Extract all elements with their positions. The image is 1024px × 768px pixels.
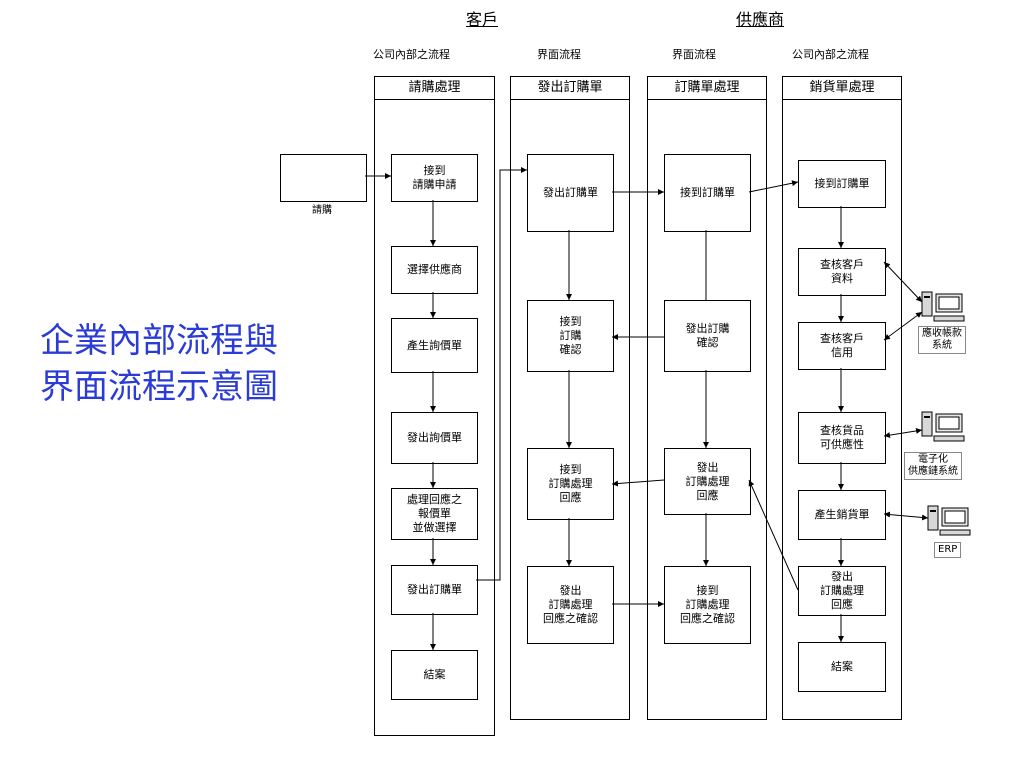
request-label: 請購 [312,205,332,216]
node-send-po: 發出訂購單 [527,154,614,232]
node-create-sales-order: 產生銷貨單 [798,490,886,540]
column-title: 訂購單處理 [648,77,766,100]
node-send-response-confirm: 發出 訂購處理 回應之確認 [527,566,614,644]
node-send-po-left: 發出訂購單 [391,565,478,615]
request-box [280,154,367,202]
customer-header: 客戶 [466,10,499,29]
system-scm-label: 電子化 供應鏈系統 [904,452,962,480]
column-title: 請購處理 [375,77,494,100]
node-check-customer-data: 查核客戶 資料 [798,248,886,296]
node-send-rfq: 發出詢價單 [391,412,478,464]
diagram-title: 企業內部流程與 界面流程示意圖 [40,321,278,407]
subheader-internal-left: 公司內部之流程 [373,48,450,61]
node-create-rfq: 產生詢價單 [391,318,478,373]
node-send-po-response: 發出 訂購處理 回應 [664,448,751,515]
supplier-header: 供應商 [736,10,785,29]
subheader-interface-left: 界面流程 [537,48,581,61]
node-receive-po-response: 接到 訂購處理 回應 [527,448,614,520]
subheader-internal-right: 公司內部之流程 [792,48,869,61]
node-check-availability: 查核貨品 可供應性 [798,412,886,464]
system-ar-label: 應收帳款 系統 [918,326,966,354]
column-title: 銷貨單處理 [783,77,901,100]
computer-icon [921,291,965,322]
node-receive-request: 接到 請購申請 [391,154,478,202]
node-receive-po-sales: 接到訂購單 [798,160,886,208]
node-receive-po-confirm: 接到 訂購 確認 [527,300,614,372]
node-process-quote: 處理回應之 報價單 並做選擇 [391,488,478,540]
node-receive-response-confirm: 接到 訂購處理 回應之確認 [664,566,751,644]
node-close-left: 結案 [391,650,478,700]
computer-icon [921,411,965,442]
node-send-response-sales: 發出 訂購處理 回應 [798,566,886,616]
node-receive-po-supplier: 接到訂購單 [664,154,751,232]
node-check-customer-credit: 查核客戶 信用 [798,322,886,370]
node-close-right: 結案 [798,642,886,692]
system-erp-label: ERP [934,542,962,558]
node-send-po-confirm: 發出訂購 確認 [664,300,751,372]
node-select-supplier: 選擇供應商 [391,246,478,294]
computer-icon [927,505,971,536]
column-title: 發出訂購單 [511,77,629,100]
subheader-interface-right: 界面流程 [672,48,716,61]
